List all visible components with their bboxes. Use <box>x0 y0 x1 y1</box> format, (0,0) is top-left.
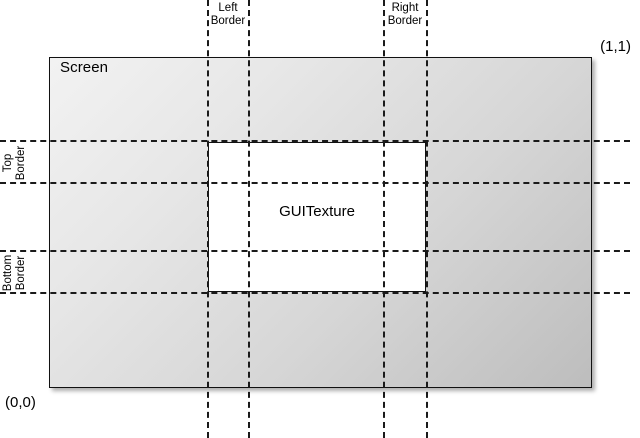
guitexture-rectangle <box>208 142 426 292</box>
top-border-label-line1: Top <box>2 153 14 173</box>
horizontal-guide-bottom-border-outer <box>0 292 630 294</box>
left-border-label-line1: Left <box>218 2 238 14</box>
screen-label: Screen <box>60 59 109 76</box>
coordinate-top-right: (1,1) <box>600 38 631 55</box>
right-border-label: Right Border <box>360 2 450 28</box>
vertical-guide-left-border-inner <box>248 0 250 438</box>
bottom-border-label-line2: Border <box>15 255 27 291</box>
horizontal-guide-top-border-inner <box>0 182 630 184</box>
left-border-label: Left Border <box>183 2 273 28</box>
left-border-label-line2: Border <box>210 15 246 27</box>
top-border-label: Top Border <box>2 108 28 218</box>
horizontal-guide-top-border-outer <box>0 140 630 142</box>
bottom-border-label: Bottom Border <box>2 218 28 328</box>
right-border-label-line1: Right <box>391 2 419 14</box>
horizontal-guide-bottom-border-inner <box>0 250 630 252</box>
top-border-label-line2: Border <box>15 145 27 181</box>
vertical-guide-left-border-outer <box>207 0 209 438</box>
vertical-guide-right-border-inner <box>383 0 385 438</box>
coordinate-bottom-left: (0,0) <box>5 394 36 411</box>
bottom-border-label-line1: Bottom <box>2 254 14 292</box>
guitexture-label: GUITexture <box>279 203 355 220</box>
right-border-label-line2: Border <box>387 15 423 27</box>
vertical-guide-right-border-outer <box>426 0 428 438</box>
